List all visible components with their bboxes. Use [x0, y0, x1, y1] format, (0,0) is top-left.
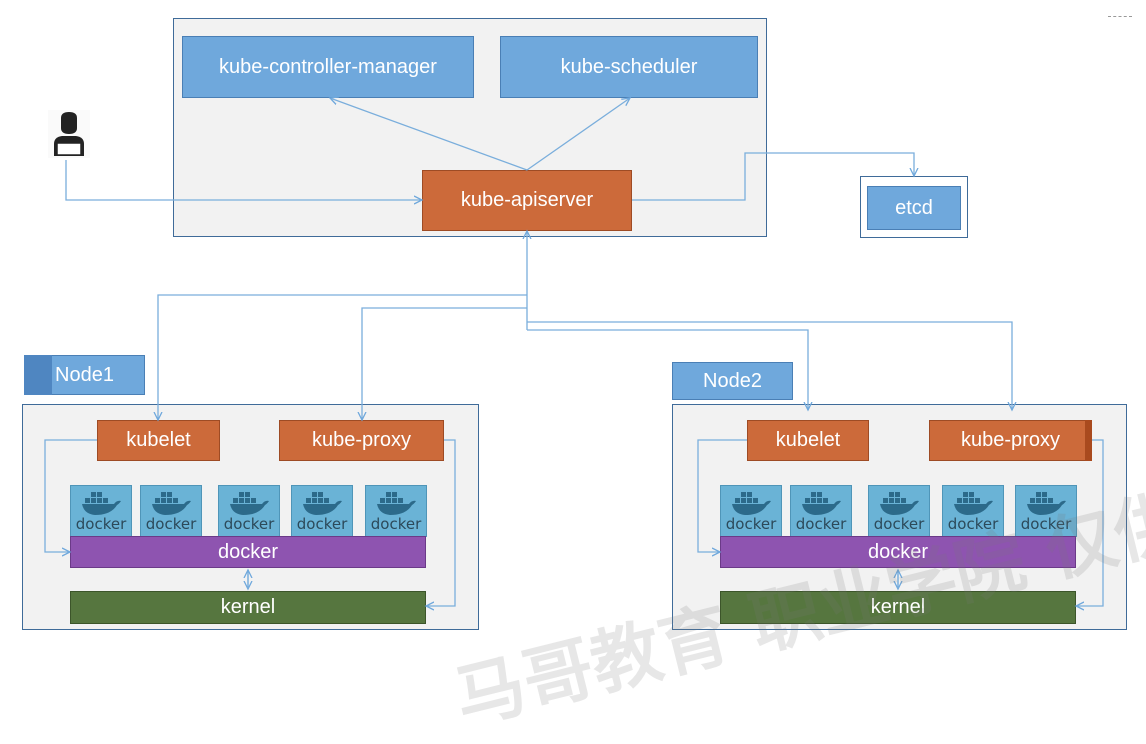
node1-kubelet-box[interactable]: kubelet	[97, 420, 220, 461]
docker-whale-icon	[152, 492, 191, 515]
docker-whale-icon	[880, 492, 919, 515]
etcd-box[interactable]: etcd	[867, 186, 961, 230]
line-apiserver-to-node1-kubelet	[158, 294, 527, 420]
line-node2-kube-proxy-to-kernel	[1076, 439, 1104, 606]
line-apiserver-to-node2-kubelet	[527, 329, 808, 410]
node2-label: Node2	[672, 362, 793, 400]
node1-container-4[interactable]: docker	[291, 485, 353, 537]
kube-scheduler-box[interactable]: kube-scheduler	[500, 36, 758, 98]
docker-whale-icon	[303, 492, 342, 515]
node1-container-3[interactable]: docker	[218, 485, 280, 537]
line-user-to-apiserver	[65, 160, 422, 200]
node1-kube-proxy-box[interactable]: kube-proxy	[279, 420, 444, 461]
node2-kube-proxy-box[interactable]: kube-proxy	[929, 420, 1092, 461]
docker-whale-icon	[954, 492, 993, 515]
line-apiserver-to-node1-kube-proxy	[362, 307, 527, 420]
kube-apiserver-label: kube-apiserver	[460, 189, 594, 211]
docker-whale-icon	[82, 492, 121, 515]
docker-whale-icon	[802, 492, 841, 515]
line-node1-kube-proxy-to-kernel	[426, 439, 456, 606]
node1-label-accent	[24, 355, 52, 395]
user-with-laptop-icon[interactable]	[48, 110, 90, 158]
node2-kube-proxy-accent	[1085, 420, 1092, 461]
node1-docker-bar[interactable]: docker	[70, 536, 426, 568]
kube-controller-manager-label: kube-controller-manager	[219, 55, 437, 78]
kubernetes-architecture-diagram: kube-controller-manager kube-scheduler k…	[22, 0, 1146, 740]
docker-whale-icon	[230, 492, 269, 515]
node2-container-4[interactable]: docker	[942, 485, 1004, 537]
line-node1-kubelet-to-docker	[44, 439, 97, 552]
node2-kubelet-box[interactable]: kubelet	[747, 420, 869, 461]
node2-container-3[interactable]: docker	[868, 485, 930, 537]
node2-docker-bar[interactable]: docker	[720, 536, 1076, 568]
line-apiserver-to-controller-manager	[330, 98, 528, 171]
node1-container-2[interactable]: docker	[140, 485, 202, 537]
corner-marker	[1108, 16, 1132, 20]
kube-scheduler-label: kube-scheduler	[560, 55, 698, 78]
docker-whale-icon	[732, 492, 771, 515]
line-node2-kubelet-to-docker	[697, 439, 747, 552]
docker-whale-icon	[1027, 492, 1066, 515]
node2-container-2[interactable]: docker	[790, 485, 852, 537]
etcd-label: etcd	[895, 196, 933, 219]
connector-lines	[44, 0, 1104, 643]
node1-container-5[interactable]: docker	[365, 485, 427, 537]
docker-whale-icon	[377, 492, 416, 515]
line-apiserver-to-node2-kube-proxy	[527, 321, 1012, 410]
line-apiserver-to-etcd	[632, 152, 914, 201]
kube-controller-manager-box[interactable]: kube-controller-manager	[182, 36, 474, 98]
line-apiserver-to-scheduler	[526, 98, 630, 171]
